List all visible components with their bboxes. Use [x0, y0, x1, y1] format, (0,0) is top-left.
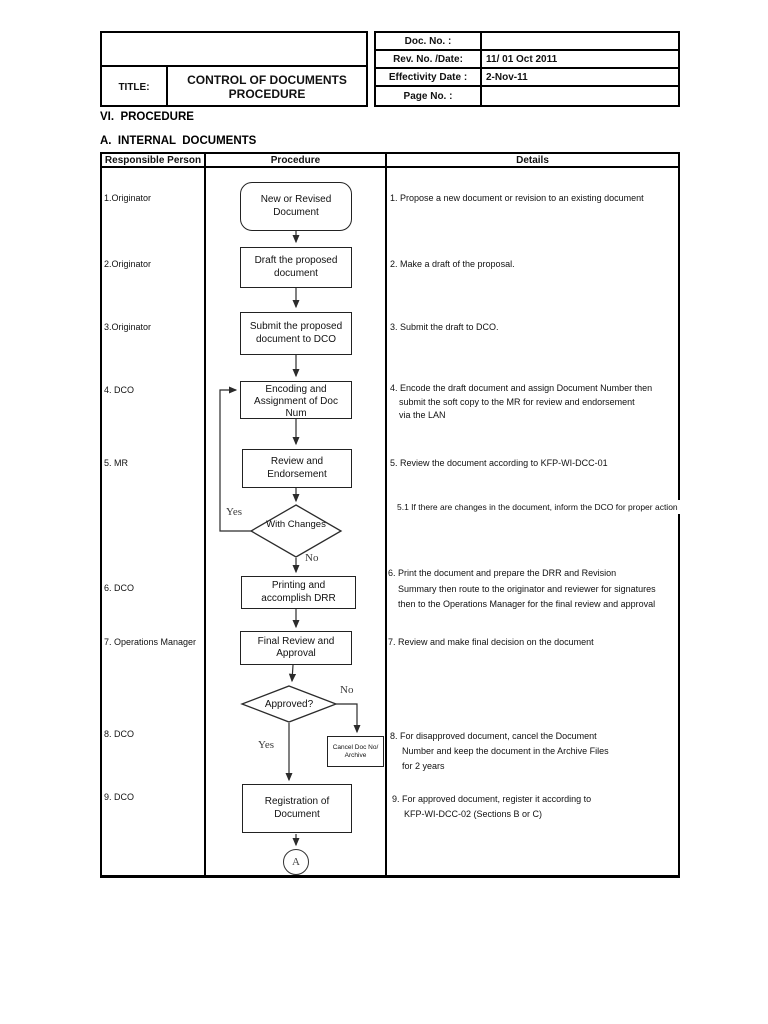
- page-no-label: Page No. :: [376, 87, 482, 105]
- flow-node-printing: Printing and accomplish DRR: [241, 576, 356, 609]
- column-divider-2: [385, 168, 387, 878]
- rev-no-label: Rev. No. /Date:: [376, 51, 482, 67]
- person-row-9: 9. DCO: [104, 792, 135, 802]
- procedure-table: [100, 152, 680, 878]
- flow-node-final-review: Final Review and Approval: [240, 631, 352, 665]
- doc-no-label: Doc. No. :: [376, 33, 482, 49]
- person-row-5: 5. MR: [104, 458, 129, 468]
- person-row-1: 1.Originator: [104, 193, 152, 203]
- detail-row-2: 2. Make a draft of the proposal.: [390, 259, 515, 269]
- effectivity-date-value: 2-Nov-11: [486, 71, 528, 83]
- person-row-2: 2.Originator: [104, 259, 152, 269]
- flow-node-submit: Submit the proposed document to DCO: [240, 312, 352, 355]
- flow-node-draft: Draft the proposed document: [240, 247, 352, 288]
- flow-node-review: Review and Endorsement: [242, 449, 352, 488]
- detail-row-7: 7. Review and make final decision on the…: [388, 637, 594, 647]
- person-row-3: 3.Originator: [104, 322, 152, 332]
- header-title-block: TITLE: CONTROL OF DOCUMENTS PROCEDURE: [100, 31, 368, 107]
- detail-row-5: 5. Review the document according to KFP-…: [390, 458, 608, 468]
- header-empty-cell: [102, 33, 366, 67]
- flow-decision-approved: Approved?: [264, 699, 314, 710]
- person-row-7: 7. Operations Manager: [104, 637, 197, 647]
- header-field-row: Doc. No. :: [376, 33, 678, 51]
- page-no-value: [482, 87, 678, 105]
- person-row-8: 8. DCO: [104, 729, 135, 739]
- document-title: CONTROL OF DOCUMENTS PROCEDURE: [187, 73, 347, 101]
- effectivity-date-label: Effectivity Date :: [376, 69, 482, 85]
- branch-label-yes-1: Yes: [226, 506, 243, 518]
- detail-row-6: 6. Print the document and prepare the DR…: [388, 568, 656, 609]
- doc-no-value: [482, 33, 678, 49]
- rev-no-value: 11/ 01 Oct 2011: [486, 53, 558, 65]
- column-divider-1: [204, 168, 206, 878]
- detail-row-3: 3. Submit the draft to DCO.: [390, 322, 499, 332]
- detail-row-1: 1. Propose a new document or revision to…: [390, 193, 644, 203]
- col-header-responsible-person: Responsible Person: [102, 154, 206, 166]
- flow-node-cancel-archive: Cancel Doc No/ Archive: [327, 736, 384, 767]
- person-row-4: 4. DCO: [104, 385, 135, 395]
- flow-node-encoding: Encoding and Assignment of Doc Num: [240, 381, 352, 419]
- flow-connector-a: A: [283, 849, 309, 875]
- section-heading-internal-documents: A. INTERNAL DOCUMENTS: [100, 135, 257, 147]
- col-header-procedure: Procedure: [206, 154, 387, 166]
- title-label: TITLE:: [102, 67, 168, 107]
- flow-node-start: New or Revised Document: [240, 182, 352, 231]
- header-field-row: Effectivity Date : 2-Nov-11: [376, 69, 678, 87]
- branch-label-no-2: No: [340, 684, 354, 696]
- section-heading-procedure: VI. PROCEDURE: [100, 111, 194, 123]
- detail-row-9: 9. For approved document, register it ac…: [392, 794, 592, 819]
- branch-label-no-1: No: [305, 552, 319, 564]
- col-header-details: Details: [516, 154, 549, 166]
- flow-decision-with-changes: With Changes: [266, 519, 326, 530]
- branch-label-yes-2: Yes: [258, 739, 275, 751]
- header-fields-block: Doc. No. : Rev. No. /Date: 11/ 01 Oct 20…: [374, 31, 680, 107]
- detail-row-4: 4. Encode the draft document and assign …: [390, 383, 653, 420]
- detail-row-8: 8. For disapproved document, cancel the …: [390, 731, 609, 771]
- detail-note-5-1: 5.1 If there are changes in the document…: [397, 500, 681, 514]
- person-row-6: 6. DCO: [104, 583, 135, 593]
- flow-node-registration: Registration of Document: [242, 784, 352, 833]
- procedure-table-header: Responsible Person Procedure Details: [100, 152, 680, 168]
- header-field-row: Page No. :: [376, 87, 678, 105]
- header-field-row: Rev. No. /Date: 11/ 01 Oct 2011: [376, 51, 678, 69]
